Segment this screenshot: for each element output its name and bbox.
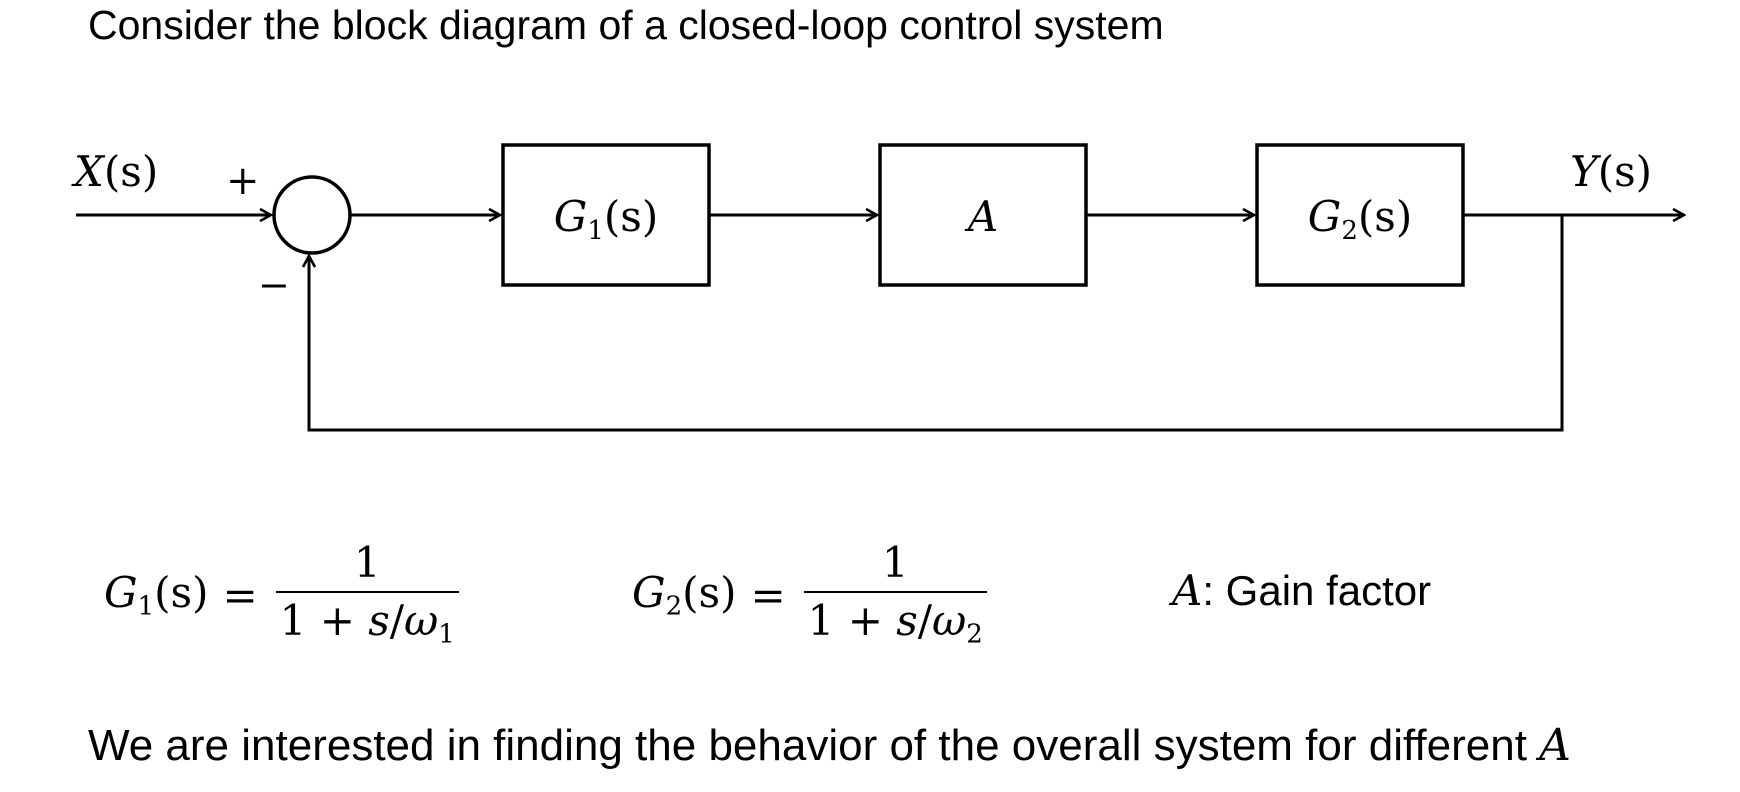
equation-g1-numerator: 1	[353, 538, 381, 588]
equation-g1-equals: =	[222, 570, 258, 620]
minus-sign: −	[258, 263, 290, 307]
equation-g2-numerator: 1	[881, 538, 909, 588]
equation-g2-fraction: 1 1 + s/ω2	[803, 538, 987, 649]
block-diagram: X(s) + − G1(s) A G2(s) Y(s)	[71, 143, 1740, 432]
equation-g1-lhs: G1(s)	[104, 568, 209, 622]
equation-g1-denominator: 1 + s/ω1	[275, 591, 459, 649]
input-label: X(s)	[71, 147, 158, 196]
equation-g1-fraction: 1 1 + s/ω1	[275, 538, 459, 649]
equation-g2: G2(s) = 1 1 + s/ω2	[632, 520, 987, 670]
equation-g2-equals: =	[750, 570, 786, 620]
plus-sign: +	[226, 158, 260, 204]
block-g2	[1255, 143, 1465, 287]
equation-g1: G1(s) = 1 1 + s/ω1	[104, 520, 459, 670]
summing-junction	[272, 175, 352, 255]
gain-note-text: : Gain factor	[1202, 567, 1432, 614]
block-g1	[501, 143, 711, 287]
equation-g2-lhs: G2(s)	[632, 568, 737, 622]
problem-intro: Consider the block diagram of a closed-l…	[88, 2, 1164, 48]
block-g2-label: G2(s)	[1308, 192, 1412, 246]
block-a-label: A	[964, 192, 998, 241]
problem-outro: We are interested in finding the behavio…	[88, 720, 1571, 771]
feedback-path	[309, 215, 1564, 432]
block-g1-label: G1(s)	[554, 192, 658, 246]
outro-text: We are interested in finding the behavio…	[88, 721, 1540, 770]
gain-factor-note: A: Gain factor	[1172, 566, 1431, 616]
output-label: Y(s)	[1570, 147, 1652, 196]
outro-var: A	[1539, 720, 1571, 771]
equation-g2-denominator: 1 + s/ω2	[803, 591, 987, 649]
gain-note-var: A	[1172, 566, 1203, 615]
